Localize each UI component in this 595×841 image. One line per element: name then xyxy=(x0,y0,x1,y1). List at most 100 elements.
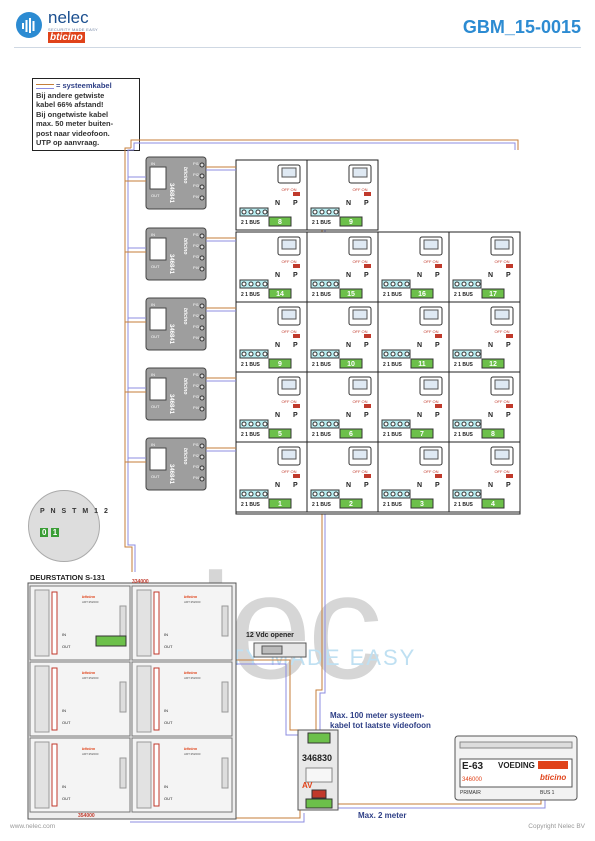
terminal-screw xyxy=(262,209,268,215)
apartment-number-badge xyxy=(339,428,363,439)
distributor-port xyxy=(199,465,205,471)
apartment-number-badge xyxy=(410,288,434,299)
power-supply-vents xyxy=(459,741,573,749)
terminal-p: P xyxy=(364,412,369,419)
module-cable-channel xyxy=(51,743,58,807)
distributor-port-label: PI3 xyxy=(193,324,200,329)
bus-terminal xyxy=(310,207,340,217)
distributor-io-label: OUT xyxy=(151,193,160,198)
interface-av: AV xyxy=(302,781,313,790)
distributor-io-label: OUT xyxy=(151,404,160,409)
module-code: ART.352000 xyxy=(184,600,201,604)
terminal-screw xyxy=(241,209,247,215)
terminal-screw xyxy=(333,421,339,427)
apartment-number-badge xyxy=(268,498,292,509)
module-side-clip xyxy=(119,605,127,637)
terminal-screw xyxy=(255,351,261,357)
distributor-io-label: OUT xyxy=(151,264,160,269)
terminal-p: P xyxy=(364,200,369,207)
terminal-screw xyxy=(326,421,332,427)
terminal-screw xyxy=(319,351,325,357)
terminal-n: N xyxy=(488,412,493,419)
terminal-screw xyxy=(404,351,410,357)
terminal-n: N xyxy=(488,272,493,279)
videophone-screen xyxy=(423,379,439,390)
config-values: 0 1 xyxy=(40,528,60,537)
logo-icon xyxy=(16,12,42,38)
bus-terminal xyxy=(381,419,411,429)
terminal-screw xyxy=(397,491,403,497)
terminal-p: P xyxy=(506,272,511,279)
note-line: Bij ongetwiste kabel xyxy=(36,109,109,119)
distributor-code: 346841 xyxy=(168,254,174,275)
distributor-port xyxy=(199,443,205,449)
terminal-screw xyxy=(475,421,481,427)
bus-terminal xyxy=(310,419,340,429)
apartment-number: 8 xyxy=(278,219,282,226)
terminal-p: P xyxy=(435,412,440,419)
terminal-n: N xyxy=(346,482,351,489)
terminal-screw xyxy=(454,281,460,287)
distributor-io-label: OUT xyxy=(151,334,160,339)
bus-label: 2 1 BUS xyxy=(383,362,403,368)
apartment-number: 14 xyxy=(276,291,284,298)
apartment-number-badge xyxy=(481,498,505,509)
terminal-screw xyxy=(468,421,474,427)
module-cable-channel xyxy=(153,591,160,655)
config-key: M xyxy=(82,508,91,515)
apartment-number: 1 xyxy=(278,501,282,508)
module-brand: bticino xyxy=(82,594,96,599)
bus-terminal xyxy=(310,279,340,289)
off-on-switch xyxy=(364,474,371,478)
module-out-label: OUT xyxy=(62,720,71,725)
module-code: ART.352000 xyxy=(82,752,99,756)
terminal-screw xyxy=(248,421,254,427)
legend-row: = systeemkabel xyxy=(36,81,136,91)
module-bottom-code: 354000 xyxy=(78,813,95,819)
terminal-n: N xyxy=(417,272,422,279)
off-on-switch xyxy=(435,264,442,268)
apartment-number-badge xyxy=(268,428,292,439)
terminal-p: P xyxy=(364,342,369,349)
terminal-n: N xyxy=(275,482,280,489)
distributor-port-label: PI1 xyxy=(193,302,200,307)
terminal-screw xyxy=(262,421,268,427)
module-out-label: OUT xyxy=(164,720,173,725)
terminal-p: P xyxy=(293,482,298,489)
terminal-screw xyxy=(319,281,325,287)
apartment-number-badge xyxy=(339,358,363,369)
module-rail xyxy=(136,665,152,733)
terminal-screw xyxy=(312,351,318,357)
off-on-switch xyxy=(293,192,300,196)
terminal-p: P xyxy=(506,412,511,419)
apartment-number-badge xyxy=(481,358,505,369)
bus-label: 2 1 BUS xyxy=(241,432,261,438)
terminal-screw xyxy=(383,491,389,497)
power-supply-logo-bg xyxy=(538,761,568,769)
terminal-screw xyxy=(319,491,325,497)
terminal-screw xyxy=(262,491,268,497)
off-on-switch xyxy=(364,334,371,338)
terminal-screw xyxy=(255,421,261,427)
distributor-brand: bticino xyxy=(182,238,188,254)
config-key: T xyxy=(72,508,79,515)
distributor-port-label: PI2 xyxy=(193,313,200,318)
terminal-n: N xyxy=(417,412,422,419)
off-on-switch xyxy=(506,474,513,478)
apartment-number-badge xyxy=(268,288,292,299)
bus-terminal xyxy=(452,489,482,499)
off-on-switch xyxy=(293,334,300,338)
interface-av-switch xyxy=(311,789,327,799)
off-on-switch xyxy=(364,404,371,408)
terminal-screw xyxy=(397,421,403,427)
interface-bus-terminal xyxy=(305,798,333,809)
note-line: UTP op aanvraag. xyxy=(36,138,100,147)
terminal-screw xyxy=(383,281,389,287)
distributor-port xyxy=(199,384,205,390)
